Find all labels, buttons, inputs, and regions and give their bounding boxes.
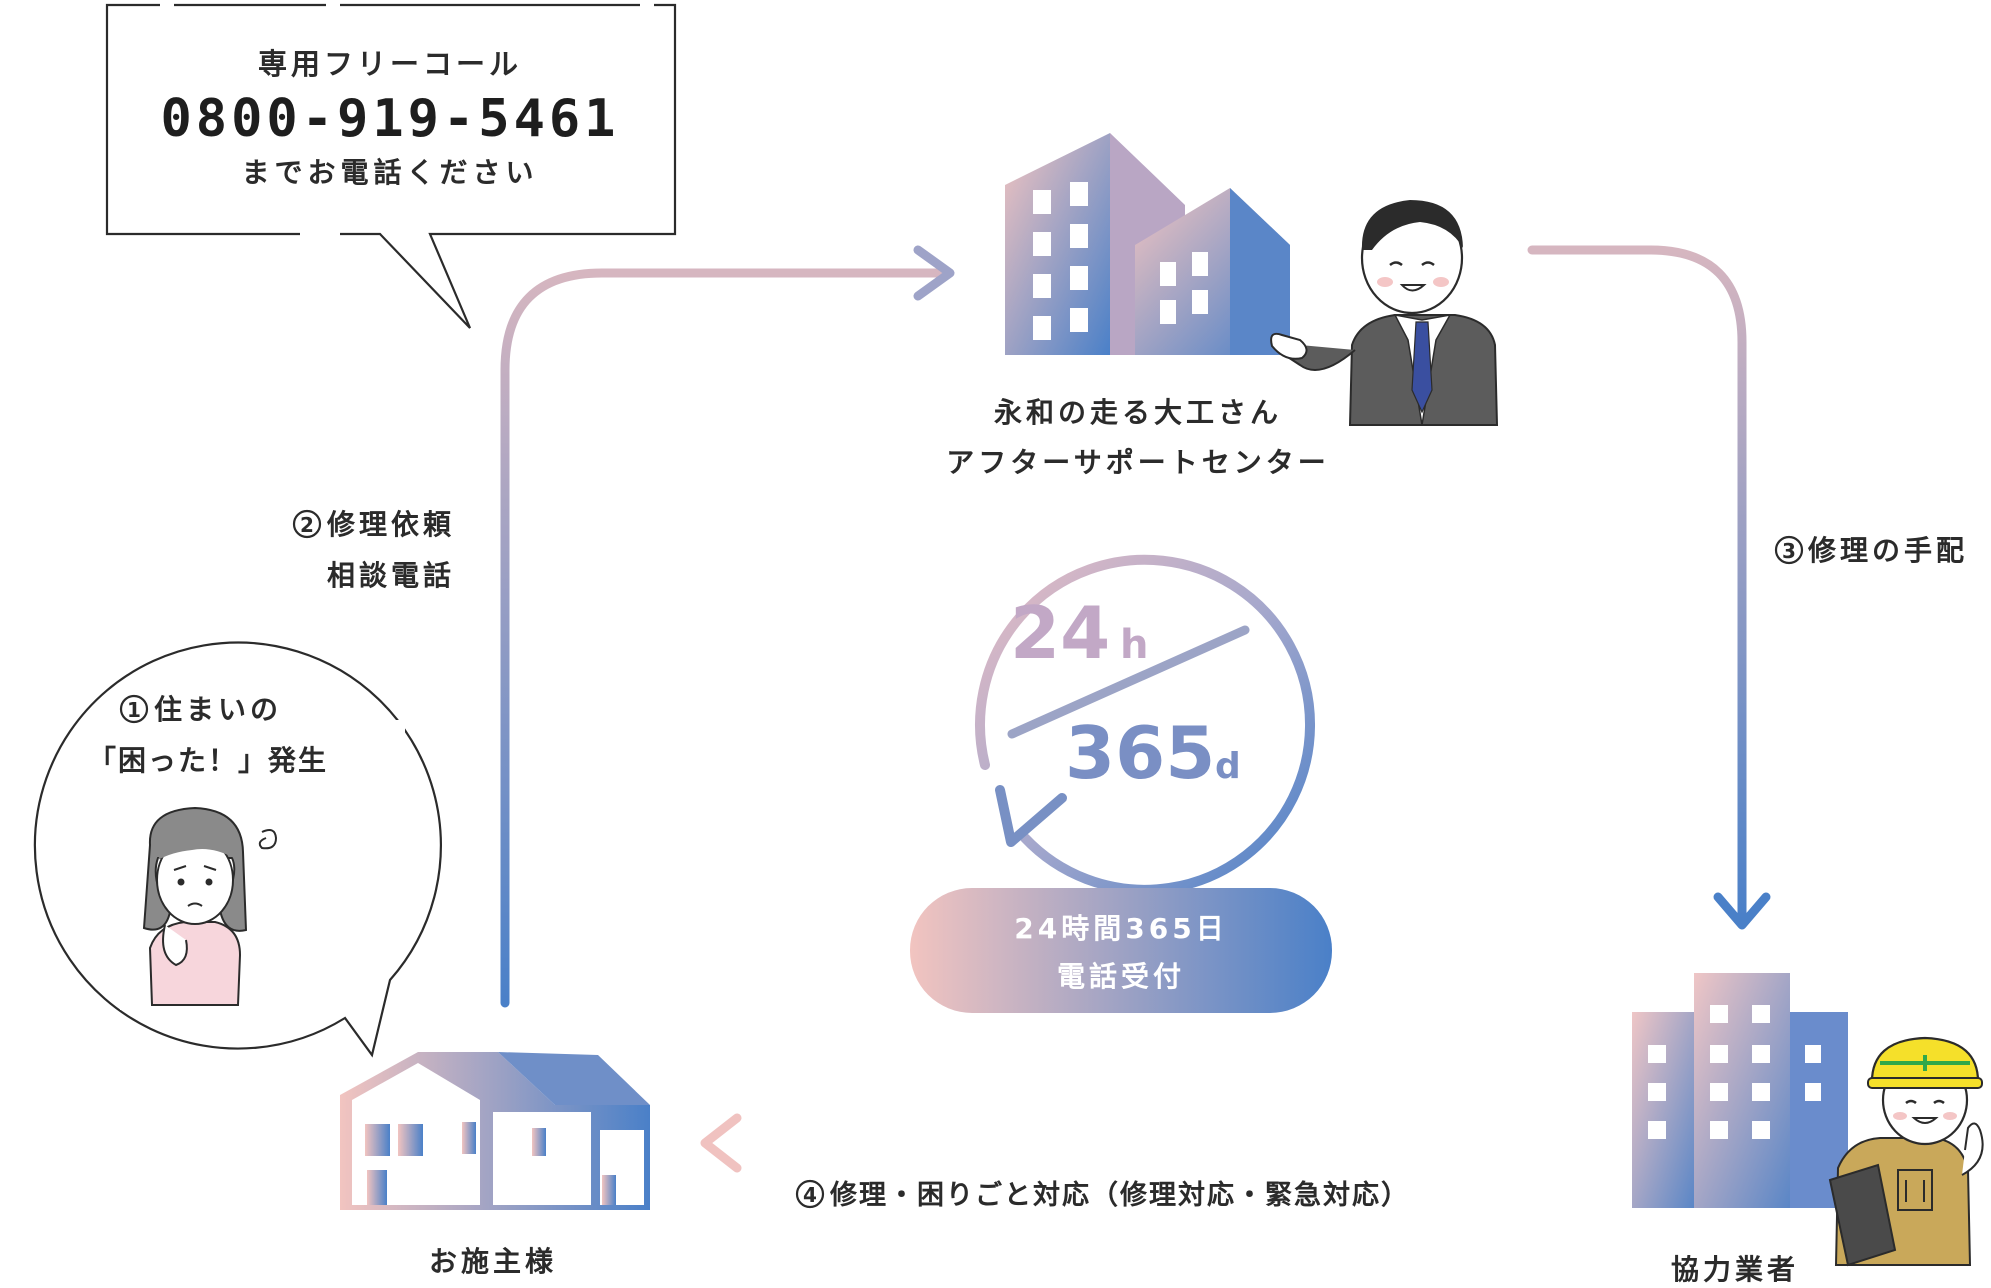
- svg-text:2: 2: [300, 513, 314, 537]
- partner-building-icon: [1632, 973, 1848, 1208]
- hours-value: 24: [1010, 591, 1110, 675]
- freecall-box: [105, 3, 677, 329]
- owner-label: お施主様: [429, 1245, 557, 1278]
- staff-businessman-icon: [1270, 200, 1499, 426]
- step4-text: 修理・困りごと対応（修理対応・緊急対応）: [829, 1179, 1410, 1211]
- troubled-resident-icon: [142, 806, 278, 1006]
- svg-text:4: 4: [803, 1183, 817, 1207]
- svg-text:1: 1: [127, 698, 141, 722]
- pill-line2: 電話受付: [1057, 960, 1185, 993]
- freecall-callout: 専用フリーコール 0800-919-5461 までお電話ください: [105, 0, 677, 329]
- step2-label: 2 修理依頼 相談電話: [292, 508, 455, 592]
- flow-arrow-step2: [500, 245, 955, 1008]
- hours-unit: h: [1120, 622, 1148, 668]
- days-unit: d: [1215, 746, 1241, 787]
- svg-text:3: 3: [1782, 539, 1796, 563]
- phone-reception-pill: 24時間365日 電話受付: [910, 888, 1332, 1013]
- step2-line2: 相談電話: [327, 559, 455, 592]
- freecall-footer: までお電話ください: [241, 156, 538, 189]
- flow-arrow-step4: [700, 1113, 1580, 1173]
- step3-label: 3 修理の手配: [1774, 534, 1968, 567]
- freecall-number[interactable]: 0800-919-5461: [161, 89, 620, 149]
- flow-arrow-step3: [1527, 245, 1771, 930]
- days-value: 365: [1065, 711, 1215, 795]
- pill-line1: 24時間365日: [1014, 912, 1227, 945]
- step1-line1: 住まいの: [154, 693, 282, 726]
- support-center-building-icon: [1005, 133, 1290, 355]
- step3-text: 修理の手配: [1807, 534, 1968, 567]
- owner-house-icon: [340, 1052, 650, 1210]
- support-center-name-line1: 永和の走る大工さん: [994, 396, 1282, 429]
- 24h-365d-badge: 24 h 365 d: [975, 554, 1316, 895]
- resident-speech-bubble: 1 住まいの 「困った！」発生: [0, 641, 442, 1058]
- partner-label: 協力業者: [1671, 1253, 1799, 1286]
- freecall-heading: 専用フリーコール: [258, 47, 522, 81]
- step2-line1: 修理依頼: [326, 508, 455, 541]
- step4-label: 4 修理・困りごと対応（修理対応・緊急対応）: [795, 1179, 1410, 1211]
- step1-line2: 「困った！」発生: [88, 744, 328, 777]
- support-center-name-line2: アフターサポートセンター: [946, 446, 1329, 479]
- partner-worker-icon: [1828, 1036, 1984, 1267]
